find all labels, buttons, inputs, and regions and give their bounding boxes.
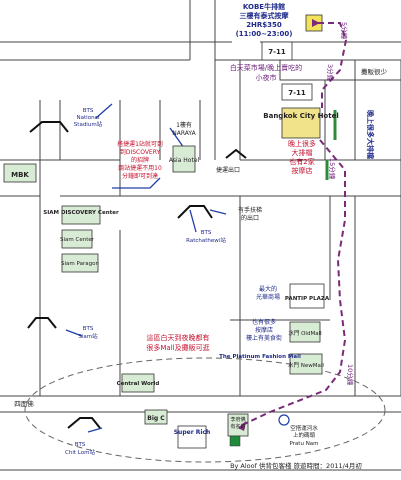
massage-note-3: 也有2家	[289, 157, 314, 166]
discovery-note-4: 兩站捷運不用10	[118, 164, 162, 172]
ratchathewi-name: Ratchathewi站	[186, 236, 226, 244]
old-mall-block	[289, 321, 321, 343]
price-label: 2HR$350	[246, 21, 282, 29]
kobe-label: KOBE牛排館	[243, 2, 285, 11]
street-highlights	[325, 110, 337, 180]
discovery-note-5: 分鐘即可到達	[122, 172, 158, 180]
chit-lom-bts: BTS	[75, 442, 86, 448]
chit-lom-name: Chit Lom站	[65, 448, 95, 456]
temple-note-1: 李府佛	[230, 416, 245, 423]
walkway-note-2: 的出口	[241, 214, 259, 222]
asia-hotel-block	[172, 145, 196, 173]
route-arrow-top	[312, 19, 320, 27]
seven-eleven-1-box	[261, 41, 293, 61]
central-world-block	[121, 373, 155, 393]
super-rich-block	[177, 425, 207, 449]
mall-note-1: 這區白天到夜晚都有	[147, 333, 210, 342]
four-face-buddha-label: 四面佛	[14, 399, 34, 408]
walkway-note-1: 有手扶梯	[238, 206, 262, 214]
canal-note-1: 空搭運河水	[290, 424, 318, 432]
asia-hotel-label: Asia Hotel	[169, 157, 200, 164]
mall-note-2: 很多Mall及攤販可逛	[146, 343, 209, 352]
thai-massage-label: 三樓有泰式按摩	[240, 11, 290, 20]
seven-eleven-2-label: 7-11	[288, 89, 306, 97]
siam-name: Siam站	[78, 332, 98, 340]
mbk-block	[3, 163, 37, 183]
bangkok-city-hotel-label: Bangkok City Hotel	[263, 112, 338, 120]
connector-lines	[65, 103, 227, 433]
night-stalls-note: 晚上很多大排檔	[366, 110, 375, 159]
massage-note-1: 晚上很多	[288, 139, 316, 148]
discovery-note-1: 搭捷運1站就可到	[117, 140, 163, 148]
night-market-note: 小夜市	[256, 73, 277, 82]
walk-time-10: 10分鐘	[346, 364, 355, 386]
national-stadium-bts: BTS	[83, 108, 94, 114]
siam-discovery-block	[61, 205, 101, 225]
omni-note-2: 按摩店	[255, 326, 273, 334]
footer-credit: By Aloof 供背包客棧 旅遊時間：2011/4月初	[230, 461, 362, 470]
platinum-label: The Platinum Fashion Mall	[219, 354, 301, 360]
siam-center-label: Siam Center	[60, 237, 95, 243]
hours-label: (11:00~23:00)	[236, 30, 293, 38]
walking-route	[239, 22, 348, 427]
pantip-note-1: 最大的	[259, 285, 277, 293]
national-stadium-1: National	[77, 115, 100, 121]
massage-note-2: 大排檔	[292, 148, 313, 157]
mbk-label: MBK	[11, 171, 29, 179]
discovery-note-2: 到DISCOVERY	[120, 149, 161, 156]
route-arrow-bottom	[238, 421, 246, 431]
super-rich-marker-green	[229, 435, 241, 447]
old-mall-label: 水門 OldMall	[288, 329, 322, 337]
canal-note-3: Pratu Nam	[289, 441, 318, 447]
stalls-note: 攤販很少	[361, 67, 388, 76]
massage-note-4: 按摩店	[292, 166, 313, 175]
siam-paragon-label: Siam Paragon	[61, 261, 99, 267]
ratchathewi-bts: BTS	[201, 230, 212, 236]
big-c-label: Big C	[147, 415, 165, 422]
market-note: 白天菜市場/晚上賣吃的	[230, 63, 302, 72]
discovery-note-3: 的招牌	[131, 156, 149, 164]
seven-eleven-2-box	[281, 83, 313, 101]
bts-line-marks	[27, 121, 247, 429]
walk-time-3: 3分鐘	[326, 64, 335, 82]
omni-note-1: 也有很多	[252, 318, 276, 326]
siam-center-block	[61, 229, 93, 249]
omni-note-3: 樓上有美食街	[246, 334, 282, 342]
bangkok-city-hotel-block	[281, 107, 321, 139]
pantip-label: PANTIP PLAZA	[285, 296, 330, 302]
seven-eleven-1-label: 7-11	[268, 48, 286, 56]
siam-bts: BTS	[83, 326, 94, 332]
building-blocks	[3, 145, 323, 437]
naraya-note-2: NARAYA	[172, 130, 196, 137]
mall-district-oval	[24, 357, 386, 463]
pier-icon	[278, 414, 290, 426]
pantip-note-2: 光華商場	[256, 293, 280, 301]
naraya-note-1: 1樓有	[176, 121, 192, 129]
exit-left-label: 捷運出口	[216, 166, 240, 174]
central-world-label: Central World	[117, 381, 160, 387]
new-mall-block	[289, 353, 323, 375]
pantip-box	[289, 283, 325, 309]
walk-time-5: 5分鐘	[340, 22, 349, 40]
walk-time-15: 15分鐘	[328, 158, 337, 180]
super-rich-label: Super Rich	[174, 429, 211, 436]
temple-note-2: 有名的	[230, 423, 245, 430]
big-c-block	[144, 409, 168, 425]
new-mall-label: 水門 NewMall	[288, 361, 324, 369]
national-stadium-2: Stadium站	[74, 120, 103, 128]
siam-discovery-label: SIAM DISCOVERY Center	[43, 210, 119, 216]
siam-paragon-block	[61, 253, 99, 273]
canal-note-2: 上的碼頭	[293, 431, 316, 439]
